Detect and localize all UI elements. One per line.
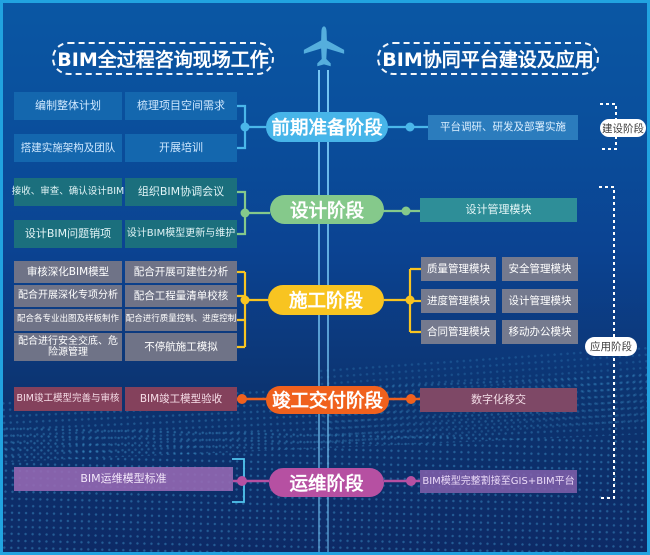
task-box: 设计BIM问题销项: [14, 220, 122, 248]
task-box: 梳理项目空间需求: [125, 92, 237, 120]
task-box: 接收、审查、确认设计BIM: [12, 178, 124, 206]
task-box: 审核深化BIM模型: [14, 261, 122, 283]
task-box: BIM竣工模型验收: [125, 387, 237, 411]
task-box: 组织BIM协调会议: [125, 178, 237, 206]
task-box: 开展培训: [125, 134, 237, 162]
task-box: 配合进行质量控制、进度控制: [125, 309, 237, 331]
task-box: 编制整体计划: [14, 92, 122, 120]
module-box: 质量管理模块: [421, 257, 496, 281]
stage-pill-prep: 前期准备阶段: [266, 112, 388, 142]
platform-box: 设计管理模块: [420, 198, 577, 222]
task-box: 配合工程量清单校核: [125, 285, 237, 307]
task-box: BIM运维模型标准: [14, 467, 233, 491]
task-box: 配合开展深化专项分析: [14, 285, 122, 307]
module-box: 设计管理模块: [502, 289, 578, 313]
platform-box: BIM模型完整割接至GIS+BIM平台: [420, 470, 577, 493]
module-box: 合同管理模块: [421, 320, 496, 344]
stage-pill-handover: 竣工交付阶段: [266, 386, 389, 414]
platform-box: 平台调研、研发及部署实施: [428, 115, 578, 140]
airplane-icon: [303, 26, 345, 67]
task-box: 不停航施工模拟: [125, 333, 237, 361]
module-box: 安全管理模块: [502, 257, 578, 281]
right-section-title: BIM协同平台建设及应用: [377, 42, 599, 75]
stage-pill-design: 设计阶段: [270, 195, 384, 224]
module-box: 移动办公模块: [502, 320, 578, 344]
phase-badge-apply: 应用阶段: [585, 337, 637, 356]
stage-pill-operation: 运维阶段: [269, 468, 384, 497]
platform-box: 数字化移交: [420, 388, 577, 412]
phase-badge-build: 建设阶段: [600, 119, 646, 137]
module-box: 进度管理模块: [421, 289, 496, 313]
task-box: 设计BIM模型更新与维护: [125, 220, 237, 248]
task-box: 配合开展可建性分析: [125, 261, 237, 283]
task-box: 配合进行安全交底、危险源管理: [14, 333, 122, 361]
task-box: 配合各专业出图及样板制作: [14, 309, 122, 331]
task-box: BIM竣工模型完善与审核: [14, 387, 122, 411]
task-box: 搭建实施架构及团队: [14, 134, 122, 162]
stage-pill-construction: 施工阶段: [268, 285, 384, 315]
left-section-title: BIM全过程咨询现场工作: [52, 42, 274, 75]
